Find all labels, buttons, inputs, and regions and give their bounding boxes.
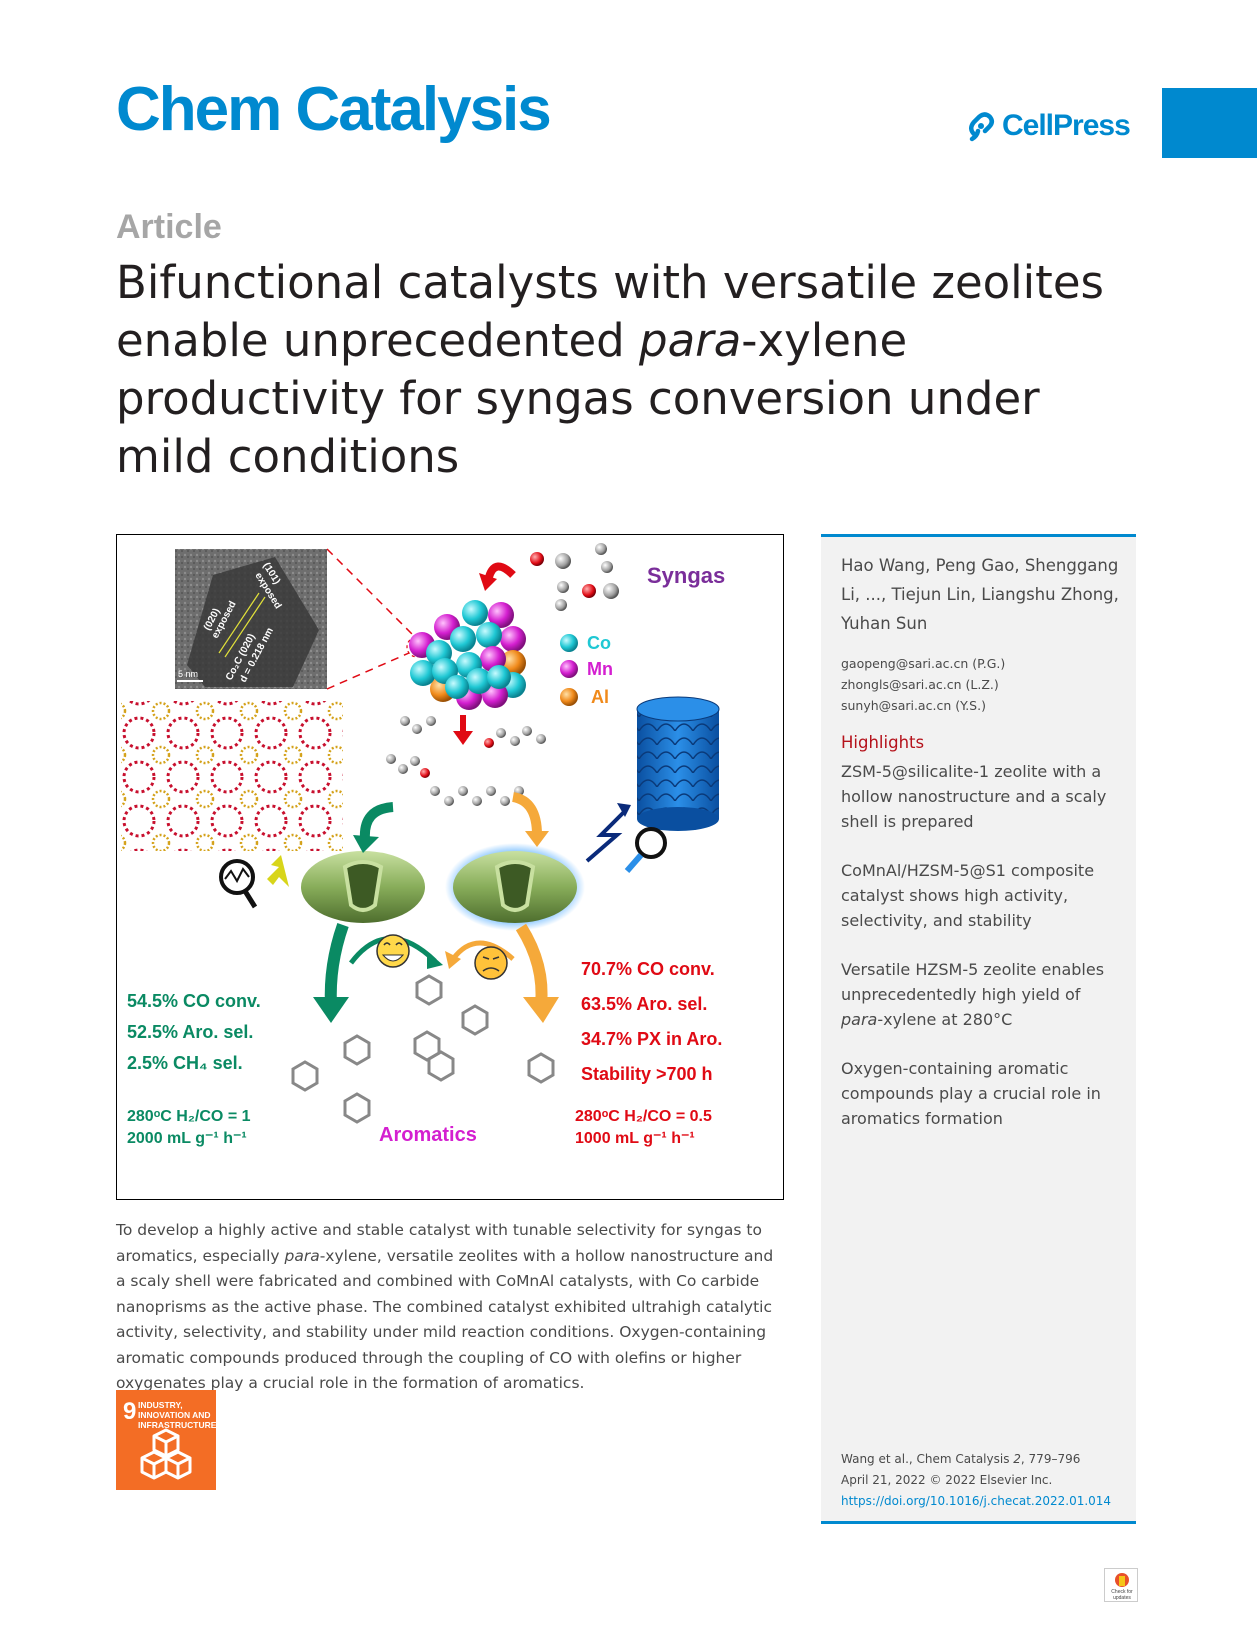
author-list: Hao Wang, Peng Gao, Shenggang Li, ..., T… bbox=[841, 556, 1119, 633]
cubes-icon bbox=[140, 1428, 192, 1480]
left-result-co-conv: 54.5% CO conv. bbox=[127, 991, 261, 1011]
legend-co: Co bbox=[587, 633, 611, 653]
catalyst-pellet-right bbox=[453, 851, 577, 923]
syngas-molecules bbox=[530, 543, 619, 611]
article-type: Article bbox=[116, 208, 222, 246]
article-title: Bifunctional catalysts with versatile ze… bbox=[116, 256, 1104, 483]
publisher-logo[interactable]: CellPress bbox=[964, 104, 1131, 148]
right-result-aro-sel: 63.5% Aro. sel. bbox=[581, 994, 707, 1014]
highlight-item: Oxygen-containing aromatic compounds pla… bbox=[841, 1059, 1101, 1128]
email-list: gaopeng@sari.ac.cn (P.G.) zhongls@sari.a… bbox=[841, 653, 1121, 716]
cellpress-logo-icon bbox=[969, 112, 994, 142]
publisher-name: CellPress bbox=[1002, 109, 1131, 142]
tem-image: (020) exposed (101) exposed Co₂C (020) d… bbox=[175, 549, 327, 689]
right-conditions-2: 1000 mL g⁻¹ h⁻¹ bbox=[575, 1130, 695, 1147]
citation-date: April 21, 2022 © 2022 Elsevier Inc. bbox=[841, 1473, 1053, 1487]
email-link[interactable]: sunyh@sari.ac.cn (Y.S.) bbox=[841, 698, 986, 713]
right-result-px: 34.7% PX in Aro. bbox=[581, 1029, 722, 1049]
intermediate-molecules bbox=[386, 716, 546, 806]
citation-reference: Wang et al., Chem Catalysis 2, 779–796 bbox=[841, 1452, 1081, 1466]
yellow-arrow bbox=[267, 855, 289, 887]
sdg-badge: 9 INDUSTRY, INNOVATION AND INFRASTRUCTUR… bbox=[116, 1390, 216, 1490]
legend-al: Al bbox=[591, 687, 609, 707]
citation: Wang et al., Chem Catalysis 2, 779–796 A… bbox=[841, 1449, 1131, 1512]
aromatic-molecules bbox=[291, 974, 555, 1124]
aromatics-label: Aromatics bbox=[379, 1124, 477, 1146]
journal-title: Chem Catalysis bbox=[116, 75, 552, 144]
hollow-zeolite-cylinder bbox=[636, 696, 720, 831]
left-result-ch4-sel: 2.5% CH₄ sel. bbox=[127, 1053, 243, 1073]
info-sidebar: Hao Wang, Peng Gao, Shenggang Li, ..., T… bbox=[821, 534, 1136, 1524]
highlight-item: CoMnAl/HZSM-5@S1 composite catalyst show… bbox=[841, 861, 1095, 930]
email-link[interactable]: gaopeng@sari.ac.cn (P.G.) bbox=[841, 656, 1006, 671]
sad-face-icon bbox=[474, 946, 508, 980]
left-conditions-2: 2000 mL g⁻¹ h⁻¹ bbox=[127, 1130, 247, 1147]
syngas-label: Syngas bbox=[647, 563, 725, 588]
email-link[interactable]: zhongls@sari.ac.cn (L.Z.) bbox=[841, 677, 999, 692]
left-conditions-1: 280ᵒC H₂/CO = 1 bbox=[127, 1108, 251, 1125]
highlight-item: ZSM-5@silicalite-1 zeolite with a hollow… bbox=[841, 762, 1107, 831]
highlight-item: Versatile HZSM-5 zeolite enables unprece… bbox=[841, 960, 1105, 1029]
left-result-aro-sel: 52.5% Aro. sel. bbox=[127, 1022, 253, 1042]
bookmark-icon bbox=[1115, 1573, 1129, 1587]
catalyst-pellet-left bbox=[301, 851, 425, 923]
sdg-number: 9 bbox=[123, 1398, 137, 1425]
right-conditions-1: 280ᵒC H₂/CO = 0.5 bbox=[575, 1108, 712, 1125]
sdg-label: INDUSTRY, INNOVATION AND INFRASTRUCTURE bbox=[138, 1400, 217, 1430]
corner-block bbox=[1162, 88, 1257, 158]
magnifier-chart-icon bbox=[219, 859, 258, 909]
summary-paragraph: To develop a highly active and stable ca… bbox=[116, 1221, 774, 1392]
doi-link[interactable]: https://doi.org/10.1016/j.checat.2022.01… bbox=[841, 1494, 1112, 1508]
happy-face-icon bbox=[376, 934, 410, 968]
legend-mn: Mn bbox=[587, 659, 613, 679]
magnifier-icon bbox=[624, 827, 667, 873]
tem-scale-label: 5 nm bbox=[178, 669, 198, 679]
check-updates-text: Check for updates bbox=[1111, 1589, 1133, 1601]
check-updates-badge[interactable]: Check for updates bbox=[1104, 1568, 1138, 1602]
right-result-co-conv: 70.7% CO conv. bbox=[581, 959, 715, 979]
highlights-list: ZSM-5@silicalite-1 zeolite with a hollow… bbox=[841, 759, 1126, 1155]
zeolite-framework bbox=[121, 701, 343, 851]
graphical-abstract: (020) exposed (101) exposed Co₂C (020) d… bbox=[116, 534, 784, 1200]
graphical-abstract-figure: (020) exposed (101) exposed Co₂C (020) d… bbox=[121, 543, 725, 1147]
highlights-heading: Highlights bbox=[841, 733, 925, 752]
element-legend: Co Mn Al bbox=[560, 633, 613, 707]
right-result-stability: Stability >700 h bbox=[581, 1064, 713, 1084]
catalyst-cluster bbox=[409, 600, 526, 710]
